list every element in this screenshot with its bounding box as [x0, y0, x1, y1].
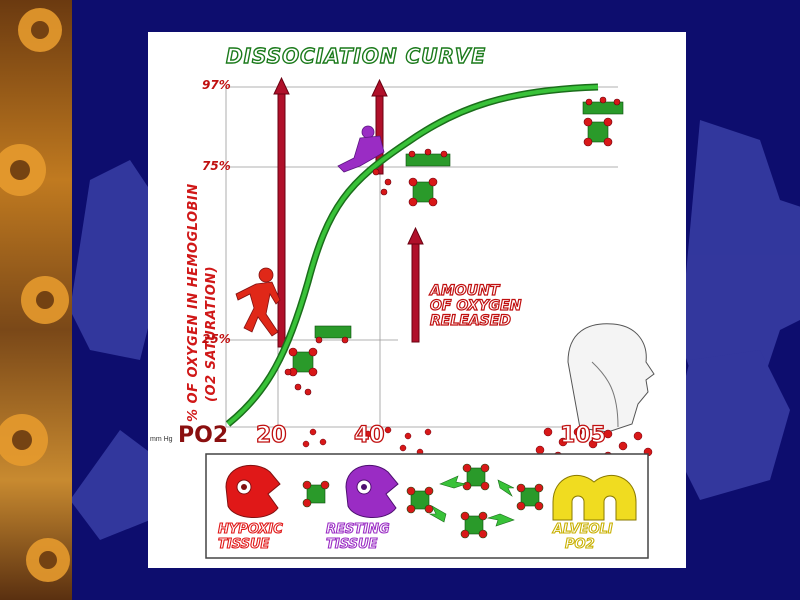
resting-label-line-1: RESTING — [325, 521, 390, 537]
annotation-amount: AMOUNT OF OXYGEN RELEASED — [429, 283, 522, 329]
oxygen-dots — [302, 426, 653, 465]
hypoxic-tissue-label: HYPOXIC TISSUE — [217, 521, 283, 552]
alveoli-label-line-2: PO2 — [564, 536, 595, 552]
y-tick-75: 75% — [202, 159, 231, 173]
chart-title: DISSOCIATION CURVE — [225, 43, 487, 68]
resting-label-line-2: TISSUE — [325, 536, 378, 552]
annotation-line-2: OF OXYGEN — [429, 298, 522, 314]
decorative-gear-strip — [0, 0, 72, 600]
head-silhouette-icon — [567, 323, 655, 433]
alveoli-icon — [552, 474, 637, 521]
y-axis-label: % OF OXYGEN IN HEMOGLOBIN — [186, 183, 201, 422]
x-axis-label: PO2 — [178, 423, 229, 448]
alveoli-label-line-1: ALVEOLI — [552, 521, 613, 537]
hypoxic-tissue-cell-icon — [225, 464, 281, 519]
diagram-panel: DISSOCIATION CURVE % OF OXYGEN IN HEMOGL… — [148, 32, 686, 568]
hypoxic-label-line-1: HYPOXIC — [217, 521, 283, 537]
dissociation-diagram — [205, 76, 655, 559]
resting-figure-icon — [337, 125, 385, 173]
alveoli-label: ALVEOLI PO2 — [552, 521, 613, 552]
annotation-line-1: AMOUNT — [429, 283, 500, 299]
x-tick-20: 20 — [255, 422, 287, 448]
resting-tissue-label: RESTING TISSUE — [325, 521, 390, 552]
oxygen-arrows — [273, 76, 424, 348]
y-tick-25: 25% — [202, 332, 231, 346]
hemoglobin-clusters — [284, 96, 624, 396]
annotation-line-3: RELEASED — [429, 313, 511, 329]
y-tick-97: 97% — [202, 78, 231, 92]
hemoglobin-cycle — [302, 463, 544, 539]
x-tick-40: 40 — [353, 422, 385, 448]
resting-tissue-cell-icon — [345, 464, 399, 519]
x-tick-105: 105 — [559, 422, 606, 448]
runner-icon — [235, 267, 281, 337]
x-axis-unit: mm Hg — [150, 436, 173, 443]
hypoxic-label-line-2: TISSUE — [217, 536, 270, 552]
